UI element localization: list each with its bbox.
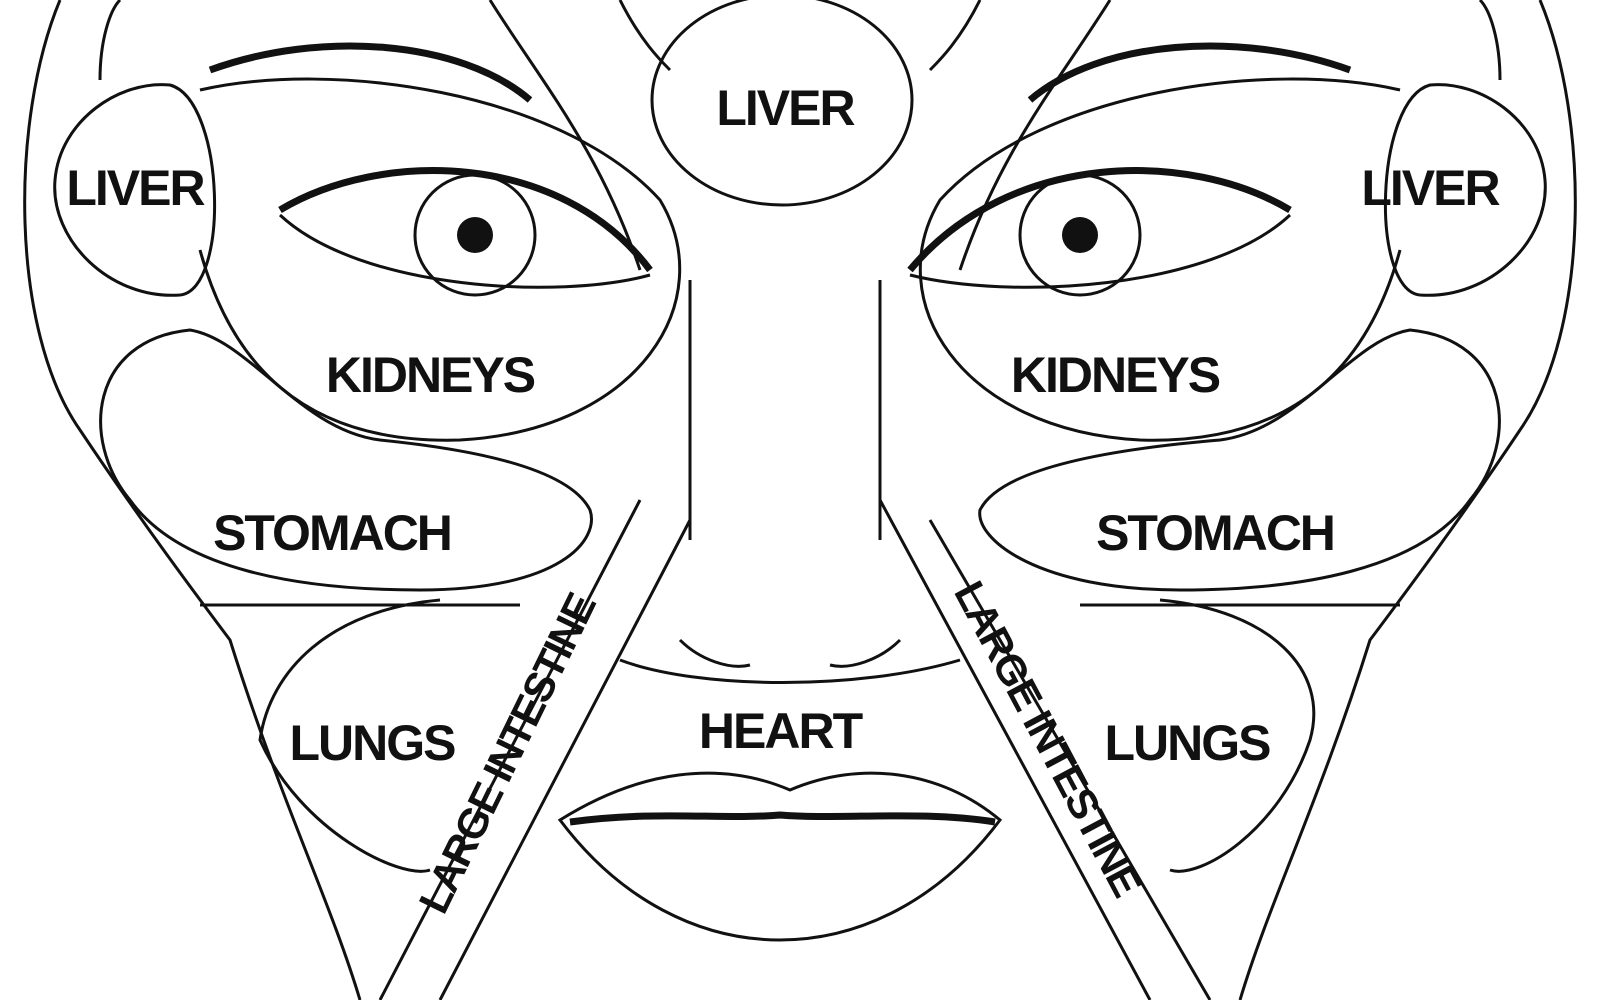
zone-liver-left <box>53 83 217 297</box>
zone-large-intestine-left <box>378 499 692 1000</box>
label-lungs-right: LUNGS <box>1105 715 1271 771</box>
forehead-lines <box>98 0 1502 271</box>
left-eye <box>208 42 653 297</box>
lips <box>557 771 1003 942</box>
zone-liver-center <box>650 0 914 207</box>
label-kidneys-left: KIDNEYS <box>326 347 535 403</box>
zone-stomach-left <box>99 328 593 592</box>
label-kidneys-right: KIDNEYS <box>1011 347 1220 403</box>
right-eye <box>907 42 1352 297</box>
zone-stomach-right <box>978 328 1501 592</box>
zone-lungs-right <box>1080 598 1400 873</box>
label-stomach-left: STOMACH <box>213 505 451 561</box>
zone-large-intestine-right <box>878 499 1212 1000</box>
zone-liver-right <box>1383 83 1547 297</box>
label-liver-left: LIVER <box>66 160 205 216</box>
heart-zone <box>619 658 961 684</box>
zone-lungs-left <box>200 598 520 873</box>
label-heart: HEART <box>699 703 863 759</box>
nose <box>678 280 902 668</box>
label-liver-center: LIVER <box>716 80 855 136</box>
label-liver-right: LIVER <box>1361 160 1500 216</box>
face-outline <box>23 0 1577 1000</box>
label-lungs-left: LUNGS <box>290 715 456 771</box>
label-stomach-right: STOMACH <box>1096 505 1334 561</box>
